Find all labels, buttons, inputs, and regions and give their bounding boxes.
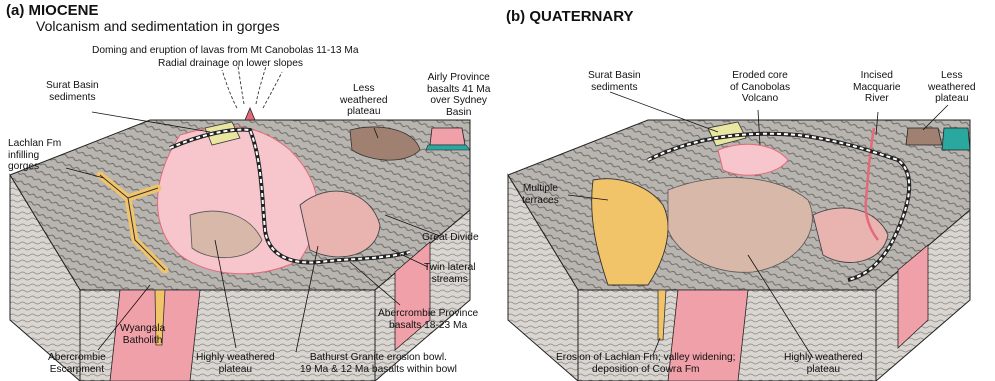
label-incised-macquarie: Incised Macquarie River — [853, 70, 901, 105]
eruption-plume — [222, 66, 282, 108]
panel-quaternary: (b) QUATERNARY — [498, 0, 995, 381]
label-abercrombie-province: Abercrombie Province basalts 18-23 Ma — [378, 308, 478, 331]
airly-basalt-cap — [430, 128, 465, 145]
label-erosion-lachlan: Erosion of Lachlan Fm; valley widening; … — [556, 352, 736, 375]
label-surat-basin-b: Surat Basin sediments — [588, 70, 641, 93]
label-twin-lateral: Twin lateral streams — [424, 262, 476, 285]
label-less-weathered-b: Less weathered plateau — [928, 70, 976, 105]
label-great-divide: Great Divide — [422, 232, 479, 244]
label-wyangala-batholith: Wyangala Batholith — [120, 323, 165, 346]
label-abercrombie-escarpment: Abercrombie Escarpment — [48, 352, 106, 375]
label-eroded-core: Eroded core of Canobolas Volcano — [730, 70, 790, 105]
label-doming: Doming and eruption of lavas from Mt Can… — [92, 45, 359, 57]
label-less-weathered-a: Less weathered plateau — [340, 83, 388, 118]
teal-strip-b — [942, 128, 970, 150]
sydney-basin-strip — [426, 145, 470, 150]
label-surat-basin-a: Surat Basin sediments — [46, 80, 99, 103]
panel-miocene: (a) MIOCENE Volcanism and sedimentation … — [0, 0, 498, 381]
label-radial-drainage: Radial drainage on lower slopes — [158, 58, 303, 70]
label-multiple-terraces: Multiple terraces — [522, 183, 559, 206]
canobolas-vent — [245, 108, 255, 120]
label-bathurst-granite: Bathurst Granite erosion bowl. 19 Ma & 1… — [300, 352, 457, 375]
label-airly-province: Airly Province basalts 41 Ma over Sydney… — [427, 72, 490, 118]
quaternary-block-diagram — [498, 0, 995, 381]
label-highly-weathered-b: Highly weathered plateau — [784, 352, 863, 375]
label-lachlan-fm: Lachlan Fm infilling gorges — [8, 138, 61, 173]
less-weathered-cap-b — [906, 128, 942, 145]
label-highly-weathered-a: Highly weathered plateau — [196, 352, 275, 375]
